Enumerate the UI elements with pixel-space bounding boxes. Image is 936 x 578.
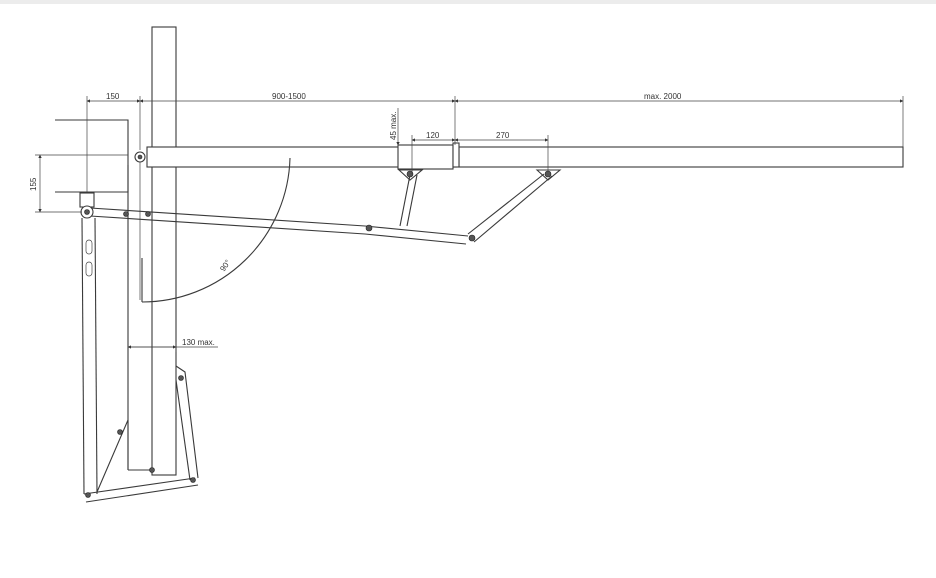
swing-arc [141, 157, 291, 303]
dim-label-45-max: 45 max. [389, 112, 398, 140]
hinge-assembly [79, 151, 151, 219]
dim-label-270: 270 [496, 131, 510, 140]
dim-label-120: 120 [426, 131, 440, 140]
lower-linkage [81, 217, 199, 503]
dimension-lines [35, 96, 904, 352]
vertical-post [127, 26, 177, 476]
wall-mount-block [55, 119, 129, 193]
top-border [0, 0, 936, 4]
dim-label-130-max: 130 max. [182, 338, 215, 347]
dim-label-155: 155 [29, 177, 38, 191]
dim-label-max-2000: max. 2000 [644, 92, 682, 101]
angle-label-90: 90° [218, 258, 232, 273]
support-arms [89, 169, 562, 245]
dim-label-150: 150 [106, 92, 120, 101]
dim-label-900-1500: 900-1500 [272, 92, 306, 101]
horizontal-boom [146, 142, 904, 170]
